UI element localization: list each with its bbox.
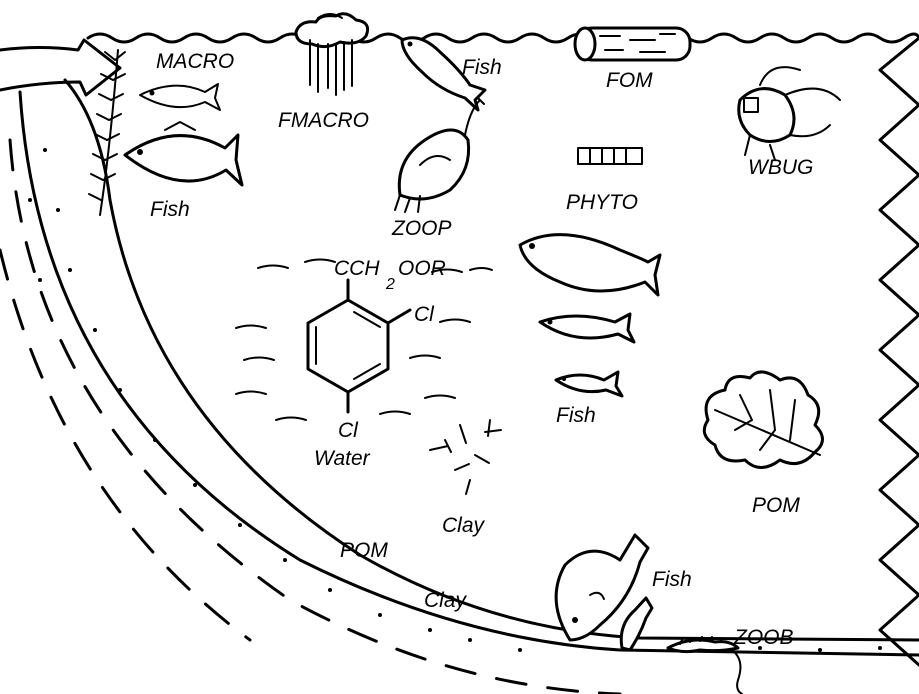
phytoplankton <box>578 148 642 164</box>
fish-large-left <box>125 122 242 185</box>
label-clay-mid: Clay <box>442 514 486 537</box>
label-zoob: ZOOB <box>733 626 794 649</box>
label-fish-bottom: Fish <box>652 568 692 591</box>
label-phyto: PHYTO <box>566 191 638 214</box>
floating-organic-matter-log <box>575 28 690 60</box>
label-compound-sub: 2 <box>385 276 395 293</box>
water-surface <box>88 34 919 42</box>
fish-mid-small <box>556 372 622 396</box>
label-fish-left: Fish <box>150 198 190 221</box>
inflow-arrow <box>0 40 120 95</box>
label-pom-right: POM <box>752 494 800 517</box>
label-fish-top: Fish <box>462 56 502 79</box>
zoobenthos <box>668 637 742 694</box>
label-compound-cl-right: Cl <box>414 303 435 326</box>
compound-structure <box>308 280 410 412</box>
label-compound-cl-bottom: Cl <box>338 419 359 442</box>
label-water: Water <box>314 447 371 470</box>
label-wbug: WBUG <box>748 156 813 179</box>
label-pom-sediment: POM <box>340 539 388 562</box>
fish-bottom-small <box>621 598 652 650</box>
water-bug <box>739 67 840 160</box>
label-clay-sediment: Clay <box>424 589 468 612</box>
label-macro: MACRO <box>156 50 234 73</box>
label-compound-cch: CCH <box>334 257 380 280</box>
clay-particles <box>430 420 501 494</box>
pom-leaf <box>704 372 822 468</box>
floating-macrophyte <box>296 14 368 95</box>
label-fish-mid: Fish <box>556 404 596 427</box>
sediment-dashed-1 <box>10 140 620 694</box>
zooplankton <box>395 98 484 212</box>
label-compound-oor: OOR <box>398 257 446 280</box>
fish-mid-large <box>520 235 660 295</box>
right-bank <box>880 38 919 665</box>
label-zoop: ZOOP <box>391 217 452 240</box>
fish-mid-medium <box>540 314 634 342</box>
label-fom: FOM <box>606 69 653 92</box>
label-fmacro: FMACRO <box>278 109 369 132</box>
fish-small-macro <box>140 84 220 110</box>
